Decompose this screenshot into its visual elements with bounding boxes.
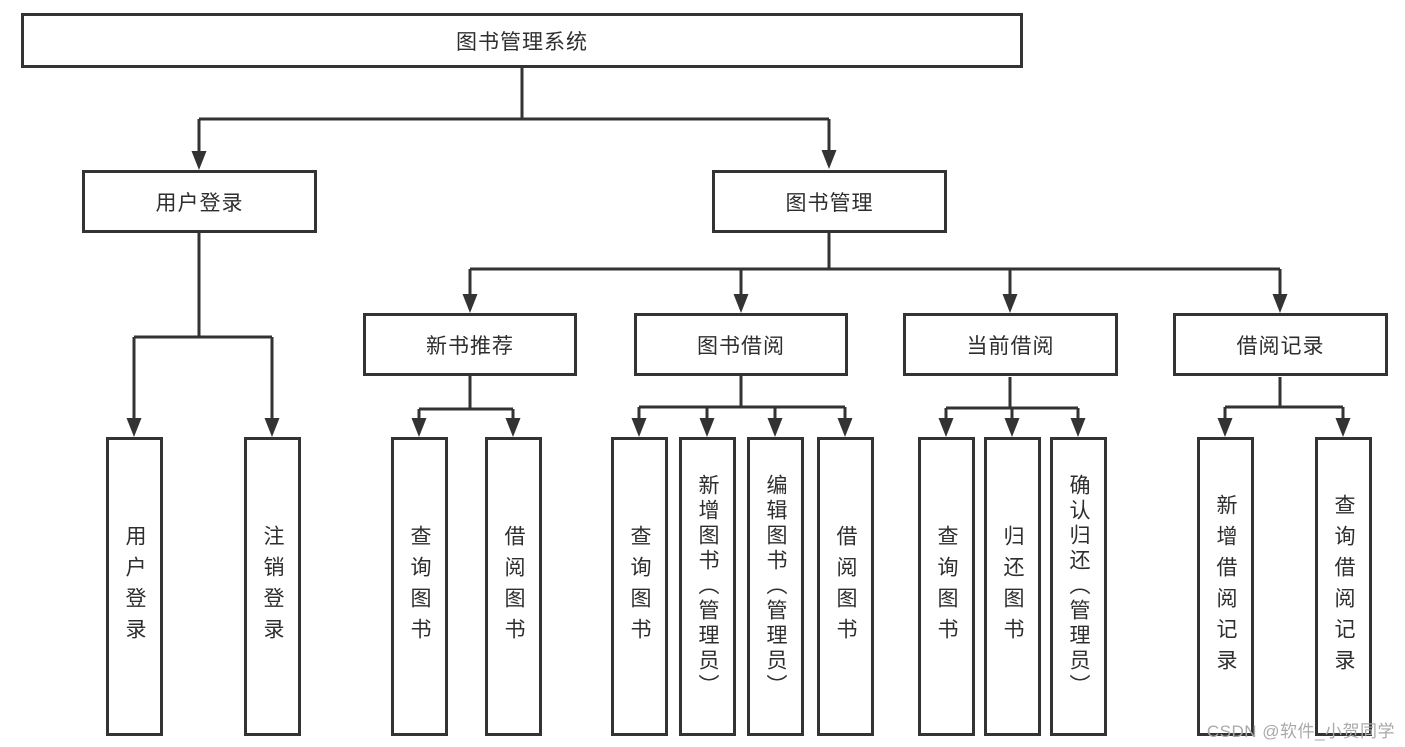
- node-new-book-recommend-label: 新书推荐: [426, 334, 514, 358]
- node-root-label: 图书管理系统: [456, 30, 588, 54]
- leaf-add-borrow-record-label: 新增借阅记录: [1214, 493, 1237, 680]
- edge-current-borrow-children: [944, 377, 1080, 419]
- edge-book-borrow-children: [637, 376, 847, 419]
- node-borrow-records-label: 借阅记录: [1236, 334, 1325, 358]
- edge-new-books-children: [417, 376, 515, 419]
- node-book-borrow: 图书借阅: [634, 313, 848, 376]
- leaf-borrow-book: 借阅图书: [817, 437, 874, 736]
- leaf-logout: 注销登录: [244, 437, 301, 736]
- leaf-confirm-return-admin-label: 确认归还（管理员）: [1067, 474, 1090, 699]
- leaf-add-borrow-record: 新增借阅记录: [1197, 437, 1254, 736]
- edge-root-to-level2: [197, 68, 831, 151]
- node-user-login: 用户登录: [82, 170, 317, 233]
- leaf-current-query-book: 查询图书: [918, 437, 975, 736]
- leaf-current-query-book-label: 查询图书: [935, 524, 958, 649]
- csdn-watermark: CSDN @软件_小贺同学: [1206, 722, 1395, 741]
- leaf-logout-label: 注销登录: [261, 524, 284, 649]
- leaf-add-book-admin-label: 新增图书（管理员）: [696, 474, 719, 699]
- node-user-login-label: 用户登录: [155, 191, 244, 215]
- leaf-borrow-query-book: 查询图书: [611, 437, 668, 736]
- node-current-borrow-label: 当前借阅: [966, 334, 1055, 358]
- leaf-borrow-query-book-label: 查询图书: [628, 524, 651, 649]
- leaf-edit-book-admin-label: 编辑图书（管理员）: [764, 474, 787, 699]
- node-root-library-system: 图书管理系统: [21, 13, 1023, 68]
- edge-book-mgmt-children: [468, 232, 1282, 294]
- leaf-newbooks-query-book-label: 查询图书: [408, 524, 431, 649]
- node-book-management-label: 图书管理: [785, 191, 874, 215]
- leaf-confirm-return-admin: 确认归还（管理员）: [1050, 437, 1107, 736]
- node-borrow-records: 借阅记录: [1173, 313, 1388, 376]
- leaf-user-login: 用户登录: [106, 437, 163, 736]
- node-new-book-recommend: 新书推荐: [363, 313, 577, 376]
- leaf-query-borrow-record-label: 查询借阅记录: [1332, 493, 1355, 680]
- edge-borrow-records-children: [1223, 377, 1345, 419]
- node-book-management: 图书管理: [712, 170, 947, 233]
- leaf-borrow-book-label: 借阅图书: [834, 524, 857, 649]
- node-book-borrow-label: 图书借阅: [697, 334, 785, 358]
- leaf-return-book-label: 归还图书: [1001, 524, 1024, 649]
- leaf-return-book: 归还图书: [984, 437, 1041, 736]
- leaf-newbooks-borrow-book: 借阅图书: [485, 437, 542, 736]
- leaf-query-borrow-record: 查询借阅记录: [1315, 437, 1372, 736]
- edge-user-login-children: [132, 233, 274, 418]
- leaf-edit-book-admin: 编辑图书（管理员）: [747, 437, 804, 736]
- leaf-add-book-admin: 新增图书（管理员）: [679, 437, 736, 736]
- leaf-newbooks-query-book: 查询图书: [391, 437, 448, 736]
- node-current-borrow: 当前借阅: [903, 313, 1118, 376]
- leaf-user-login-label: 用户登录: [123, 524, 146, 649]
- leaf-newbooks-borrow-book-label: 借阅图书: [502, 524, 525, 649]
